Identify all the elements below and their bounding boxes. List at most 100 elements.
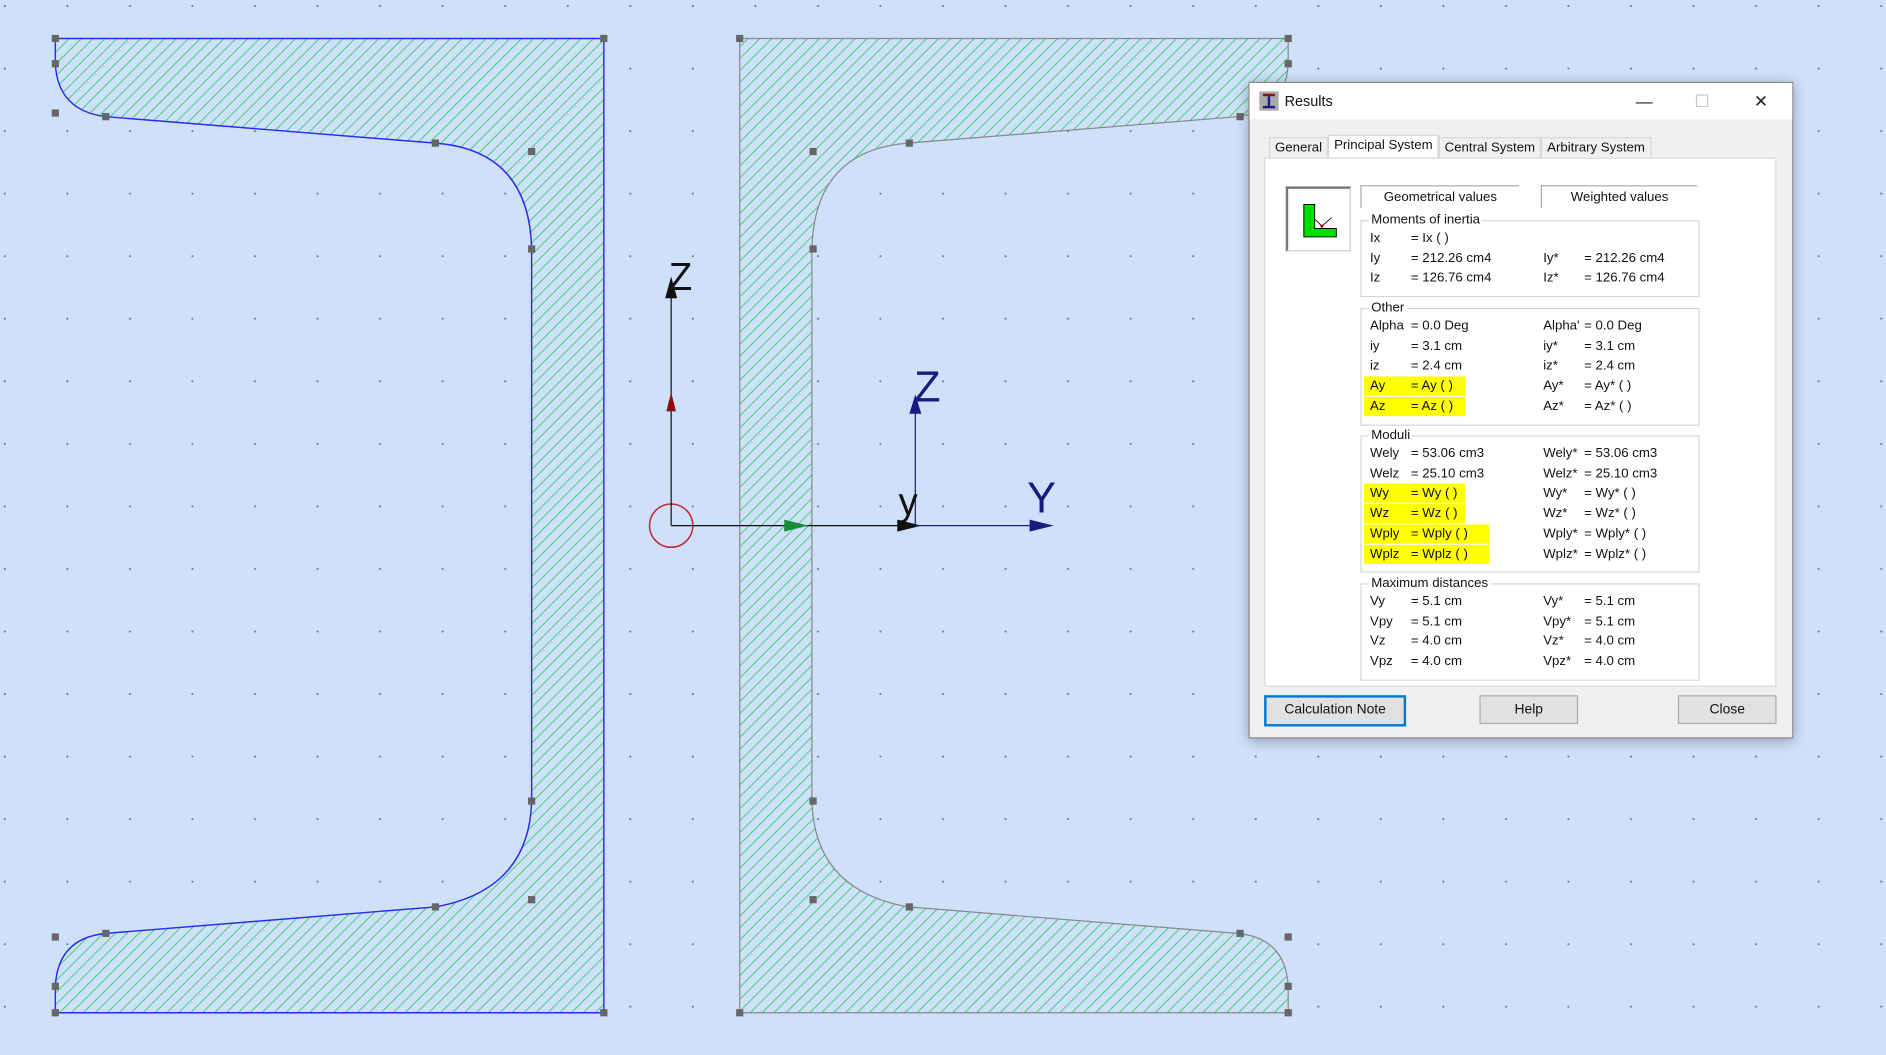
weighted-property-label: Ay* [1543, 378, 1564, 394]
help-button[interactable]: Help [1479, 695, 1579, 725]
weighted-property-value: = 4.0 cm [1584, 654, 1636, 669]
property-value: = 53.06 cm3 [1410, 446, 1485, 461]
highlight-marker [1363, 396, 1466, 416]
group-title: Moments of inertia [1368, 212, 1483, 228]
vertex-handle[interactable] [51, 34, 59, 43]
property-label: Wply [1369, 526, 1400, 542]
tab-general[interactable]: General [1268, 137, 1329, 158]
minimize-button[interactable]: — [1635, 91, 1653, 111]
property-value: = 212.26 cm4 [1410, 251, 1492, 266]
tab-central-system[interactable]: Central System [1438, 137, 1542, 158]
weighted-property-value: = Wz* ( ) [1584, 506, 1636, 521]
principal-system-panel: Geometrical values Weighted values Momen… [1264, 157, 1777, 687]
section-preview-icon [1285, 186, 1351, 252]
vertex-handle[interactable] [736, 34, 744, 43]
tab-arbitrary-system[interactable]: Arbitrary System [1541, 137, 1651, 158]
weighted-property-value: = 3.1 cm [1584, 338, 1636, 354]
y-axis-label: y [898, 481, 918, 524]
vertex-handle[interactable] [809, 147, 817, 156]
highlight-marker [1363, 483, 1466, 504]
weighted-property-label: Iz* [1543, 271, 1559, 286]
vertex-handle[interactable] [1284, 34, 1292, 43]
weighted-property-value: = 0.0 Deg [1584, 318, 1642, 334]
weighted-property-label: Wply* [1543, 526, 1578, 542]
weighted-property-value: = 5.1 cm [1584, 594, 1636, 609]
weighted-property-value: = 212.26 cm4 [1584, 251, 1665, 266]
vertex-handle[interactable] [905, 903, 913, 911]
vertex-handle[interactable] [1236, 113, 1244, 121]
vertex-handles[interactable] [51, 34, 1292, 1017]
arrow-head-icon [897, 519, 922, 532]
close-button[interactable]: Close [1677, 695, 1777, 725]
property-label: Vpz [1369, 654, 1393, 669]
weighted-property-label: Az* [1543, 399, 1564, 414]
property-value: = Wy ( ) [1410, 486, 1458, 501]
weighted-property-value: = 4.0 cm [1584, 634, 1636, 649]
property-value: = 0.0 Deg [1410, 318, 1469, 334]
vertex-handle[interactable] [528, 797, 536, 805]
weighted-property-value: = Wplz* ( ) [1584, 546, 1647, 562]
vertex-handle[interactable] [905, 139, 913, 147]
highlight-marker [1363, 376, 1466, 396]
vertex-handle[interactable] [809, 896, 817, 904]
vertex-handle[interactable] [431, 139, 440, 147]
app-icon [1259, 91, 1279, 111]
vertex-handle[interactable] [51, 109, 59, 117]
property-label: Az [1369, 399, 1386, 414]
vertex-handle[interactable] [528, 245, 536, 253]
property-label: Iy [1369, 251, 1381, 266]
vertex-handle[interactable] [528, 896, 536, 904]
vertex-handle[interactable] [51, 60, 59, 68]
vertex-handle[interactable] [1284, 1009, 1292, 1017]
weighted-property-label: Welz* [1543, 466, 1578, 481]
title-bar[interactable]: Results — ☐ ✕ [1249, 82, 1793, 120]
tab-principal-system[interactable]: Principal System [1328, 134, 1439, 158]
vertex-handle[interactable] [809, 797, 817, 805]
property-value: = Wz ( ) [1410, 506, 1458, 521]
vertex-handle[interactable] [600, 1009, 608, 1017]
property-value: = Ay ( ) [1410, 378, 1453, 394]
arrow-head-icon [666, 392, 676, 412]
vertex-handle[interactable] [809, 245, 817, 253]
property-value: = Ix ( ) [1410, 230, 1449, 246]
weighted-property-label: Vpy* [1543, 614, 1572, 629]
vertex-handle[interactable] [51, 1009, 59, 1017]
vertex-handle[interactable] [431, 903, 440, 911]
vertex-handle[interactable] [51, 982, 59, 990]
principal-y-label: Y [1027, 474, 1056, 522]
property-value: = Wplz ( ) [1410, 546, 1468, 562]
property-value: = 25.10 cm3 [1410, 466, 1485, 481]
highlight-marker [1363, 544, 1490, 564]
vertex-handle[interactable] [51, 933, 59, 941]
vertex-handle[interactable] [102, 929, 110, 937]
weighted-property-value: = Ay* ( ) [1584, 378, 1632, 394]
vertex-handle[interactable] [528, 147, 536, 156]
weighted-values-header[interactable]: Weighted values [1540, 185, 1698, 209]
vertex-handle[interactable] [1284, 933, 1292, 941]
geometrical-values-header[interactable]: Geometrical values [1360, 185, 1520, 209]
vertex-handle[interactable] [1236, 929, 1244, 937]
vertex-handle[interactable] [600, 34, 608, 43]
weighted-property-label: Wely* [1543, 446, 1578, 461]
axes-right: Z Y y [898, 364, 1056, 532]
calculation-note-button[interactable]: Calculation Note [1264, 695, 1407, 727]
vertex-handle[interactable] [1284, 982, 1292, 990]
property-label: Wz [1369, 506, 1390, 521]
weighted-property-label: Alpha' [1543, 318, 1580, 334]
vertex-handle[interactable] [736, 1009, 744, 1017]
vertex-handle[interactable] [1284, 60, 1292, 68]
group-title: Other [1368, 300, 1407, 316]
axes-left: Z [648, 256, 922, 548]
property-value: = 5.1 cm [1410, 594, 1463, 609]
close-window-button[interactable]: ✕ [1753, 91, 1768, 111]
property-label: Vy [1369, 594, 1385, 609]
property-label: iz [1369, 358, 1380, 374]
maximize-button[interactable]: ☐ [1694, 91, 1710, 111]
group-title: Moduli [1368, 428, 1413, 443]
vertex-handle[interactable] [102, 113, 110, 121]
property-value: = 126.76 cm4 [1410, 271, 1492, 286]
weighted-property-value: = Wply* ( ) [1584, 526, 1647, 542]
